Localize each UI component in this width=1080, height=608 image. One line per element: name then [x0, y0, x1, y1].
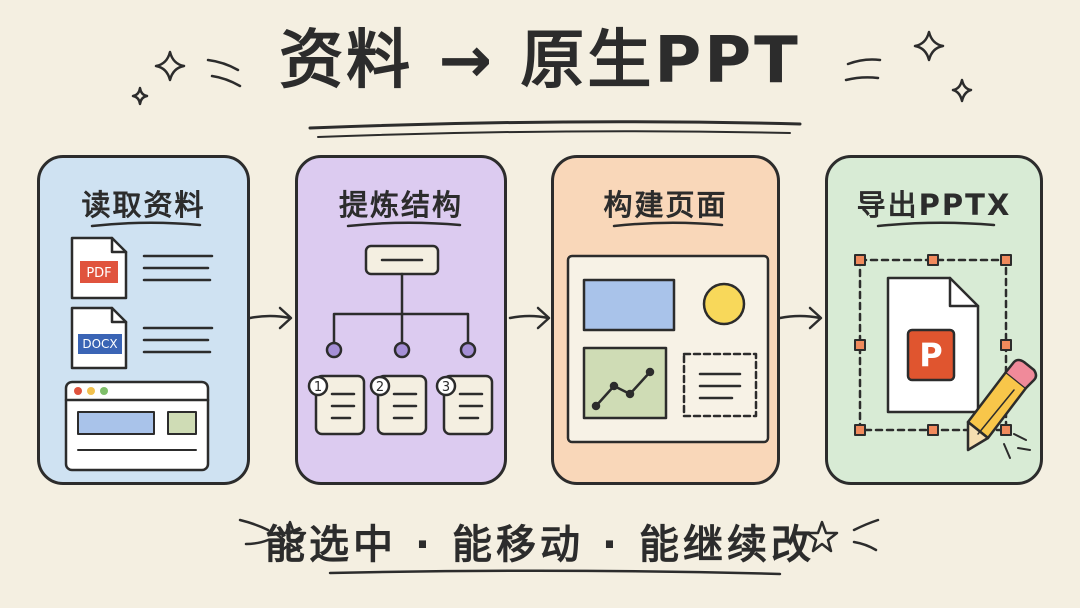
sun-shape [702, 282, 746, 326]
read-sources-illustration: PDF DOCX [64, 221, 214, 472]
section-number: 1 [314, 380, 322, 395]
docx-file-icon: DOCX [70, 306, 128, 370]
flow-arrow [508, 306, 551, 330]
step-card-structure: 提炼结构 1 2 3 [295, 155, 507, 485]
web-page-icon [64, 380, 210, 472]
docx-label: DOCX [82, 337, 117, 351]
tagline: 能选中 · 能移动 · 能继续改 [264, 522, 816, 568]
pencil-icon [966, 358, 1038, 452]
step-card-export: 导出PPTX [825, 155, 1043, 485]
step-title: 导出PPTX [856, 188, 1012, 222]
step-title: 构建页面 [603, 188, 728, 222]
tree-node [393, 341, 411, 359]
step-title: 读取资料 [81, 188, 206, 222]
section-number: 2 [376, 380, 384, 395]
ppt-letter: P [919, 336, 942, 374]
sparkle-icon [913, 30, 945, 62]
flow-arrow [248, 306, 293, 330]
tree-node [459, 341, 477, 359]
structure-tree-illustration: 1 2 3 [307, 221, 494, 436]
slide-layout-illustration [566, 221, 770, 444]
pptx-file-icon [886, 276, 980, 414]
step-card-read: 读取资料 PDF DOCX [37, 155, 250, 485]
sparkle-icon [131, 86, 149, 106]
sparkle-icon [154, 50, 186, 82]
pptx-export-illustration: P [854, 221, 1038, 459]
sparkle-icon [951, 78, 973, 103]
page-title: 资料 → 原生PPT [279, 24, 801, 98]
pdf-label: PDF [86, 266, 111, 281]
step-title: 提炼结构 [338, 188, 463, 222]
pdf-file-icon: PDF [70, 236, 128, 300]
section-number: 3 [442, 380, 450, 395]
tree-node [325, 341, 343, 359]
star-icon [273, 520, 307, 553]
step-card-build: 构建页面 [551, 155, 780, 485]
star-icon [805, 520, 839, 553]
flow-arrow [778, 306, 823, 330]
